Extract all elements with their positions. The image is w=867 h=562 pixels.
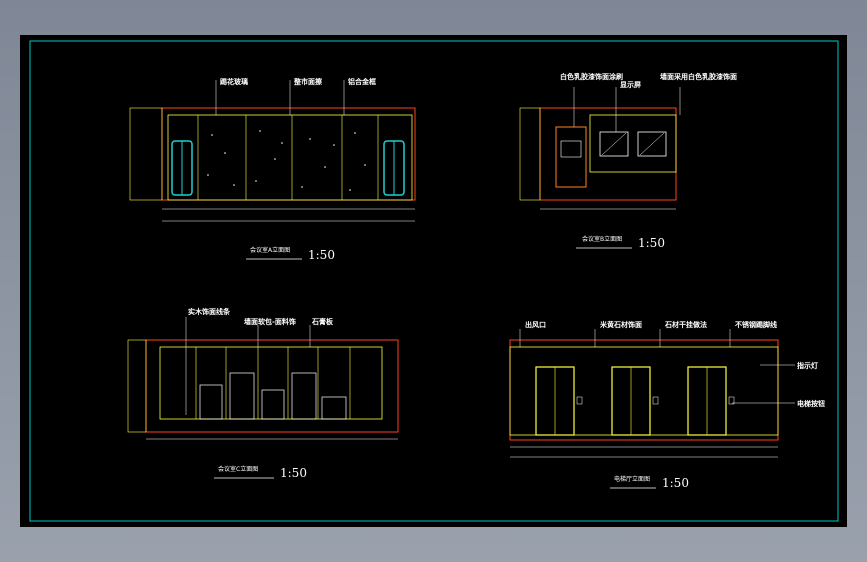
wall-outline bbox=[161, 107, 416, 201]
elevation-view-c[interactable]: 实木饰面线条 墙面软包-面料饰 石膏板 会议室C立面图 1:50 bbox=[127, 307, 399, 480]
callout-label: 电梯按钮 bbox=[797, 399, 825, 408]
view-title: 会议室B立面图 bbox=[582, 235, 622, 243]
callout-label: 出风口 bbox=[525, 320, 546, 329]
callout-label: 石材干挂做法 bbox=[664, 320, 707, 329]
window-pane bbox=[599, 131, 629, 157]
door-right bbox=[383, 140, 405, 196]
view-title: 会议室A立面图 bbox=[250, 246, 290, 254]
elevation-view-a[interactable]: 踢花玻璃 整市面擦 铝合金框 会议室A立面图 1:50 bbox=[129, 77, 416, 262]
callout-label: 不锈钢踢脚线 bbox=[735, 320, 777, 329]
drawing-canvas: 踢花玻璃 整市面擦 铝合金框 会议室A立面图 1:50 bbox=[29, 40, 839, 522]
wall-outline bbox=[539, 107, 677, 201]
window-pane bbox=[637, 131, 667, 157]
glass-panel bbox=[291, 372, 317, 420]
callout-label: 整市面擦 bbox=[293, 77, 322, 86]
wall-outline bbox=[145, 339, 399, 433]
display-screen bbox=[560, 140, 582, 158]
call-button bbox=[576, 396, 583, 405]
wall-outline bbox=[509, 339, 779, 441]
glass-hatch bbox=[639, 132, 665, 156]
glass-panel bbox=[199, 384, 223, 420]
callout-label: 指示灯 bbox=[797, 361, 818, 370]
panel-frame bbox=[159, 346, 383, 420]
elevation-view-b[interactable]: 白色乳胶漆饰面涂刷 显示屏 墙面采用白色乳胶漆饰面 会议室B立面图 1:50 bbox=[519, 72, 737, 250]
view-scale: 1:50 bbox=[280, 466, 307, 480]
callout-label: 白色乳胶漆饰面涂刷 bbox=[560, 72, 623, 81]
callout-label: 石膏板 bbox=[311, 317, 334, 326]
elevation-view-d[interactable]: 出风口 米黄石材饰面 石材干挂做法 不锈钢踢脚线 指示灯 电梯按钮 电梯厅立面图… bbox=[509, 320, 825, 490]
view-title: 电梯厅立面图 bbox=[614, 475, 650, 483]
callout-label: 显示屏 bbox=[620, 80, 641, 89]
side-panel bbox=[519, 107, 541, 201]
sheet-border bbox=[29, 40, 839, 522]
view-scale: 1:50 bbox=[638, 236, 665, 250]
window-frame bbox=[589, 114, 677, 173]
callout-label: 墙面采用白色乳胶漆饰面 bbox=[660, 72, 737, 81]
view-title: 会议室C立面图 bbox=[218, 465, 258, 473]
callout-label: 墙面软包-面料饰 bbox=[244, 317, 296, 326]
panel-frame bbox=[509, 346, 779, 436]
callout-label: 踢花玻璃 bbox=[220, 77, 248, 86]
callout-label: 实木饰面线条 bbox=[188, 307, 231, 316]
panel-frame bbox=[167, 114, 413, 201]
door-left bbox=[171, 140, 193, 196]
glass-hatch bbox=[601, 132, 627, 156]
glass-panel bbox=[261, 389, 285, 420]
glass-speckle bbox=[207, 130, 366, 191]
drawing-sheet[interactable]: 踢花玻璃 整市面擦 铝合金框 会议室A立面图 1:50 bbox=[20, 35, 847, 527]
glass-panel bbox=[321, 396, 347, 420]
view-scale: 1:50 bbox=[662, 476, 689, 490]
callout-label: 铝合金框 bbox=[348, 77, 376, 86]
callout-label: 米黄石材饰面 bbox=[599, 320, 642, 329]
view-scale: 1:50 bbox=[308, 248, 335, 262]
call-button bbox=[652, 396, 659, 405]
display-frame bbox=[555, 126, 587, 188]
side-panel bbox=[129, 107, 163, 201]
side-panel bbox=[127, 339, 147, 433]
call-button bbox=[728, 396, 735, 405]
glass-panel bbox=[229, 372, 255, 420]
